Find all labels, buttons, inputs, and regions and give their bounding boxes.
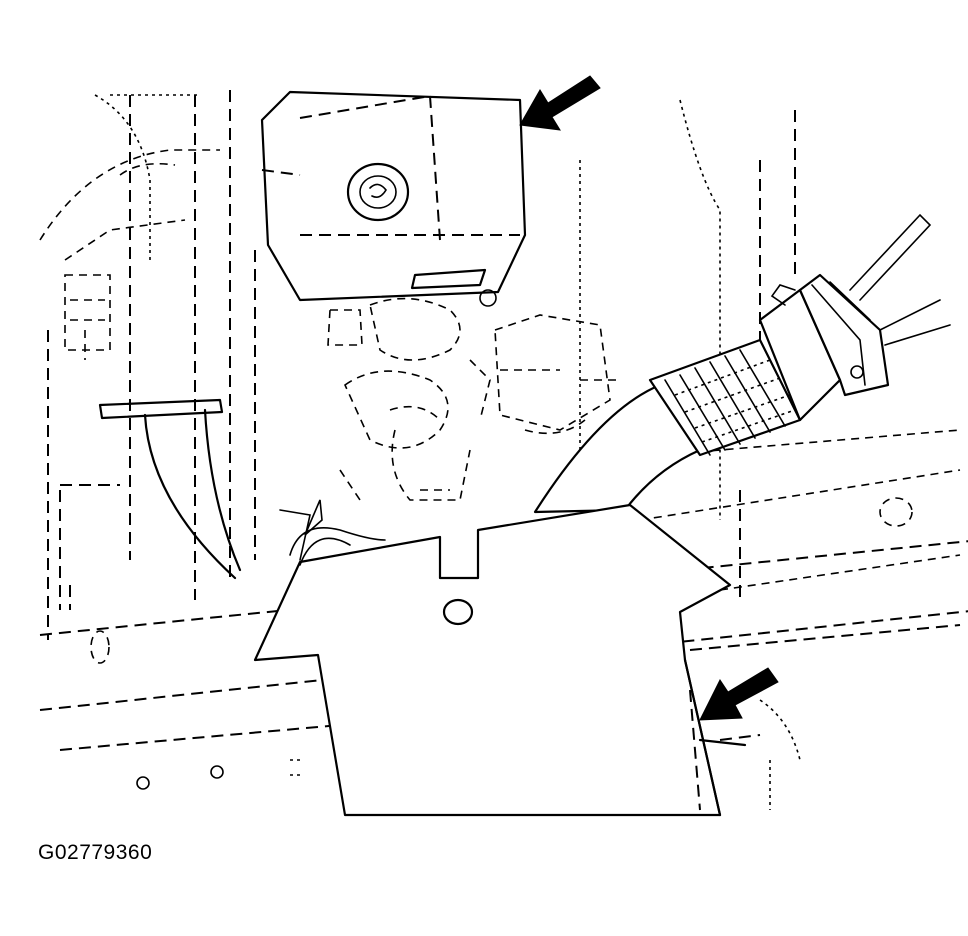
wire-harness-connector — [533, 213, 951, 514]
lower-arrow-icon — [699, 667, 779, 721]
sensor-cluster — [327, 297, 620, 501]
figure-id-label: G02779360 — [38, 841, 153, 864]
callout-arrows — [519, 75, 779, 721]
mounting-bracket — [253, 499, 747, 817]
upper-arrow-icon — [519, 75, 601, 131]
ecm-module — [260, 90, 527, 307]
background-structure — [39, 90, 968, 810]
